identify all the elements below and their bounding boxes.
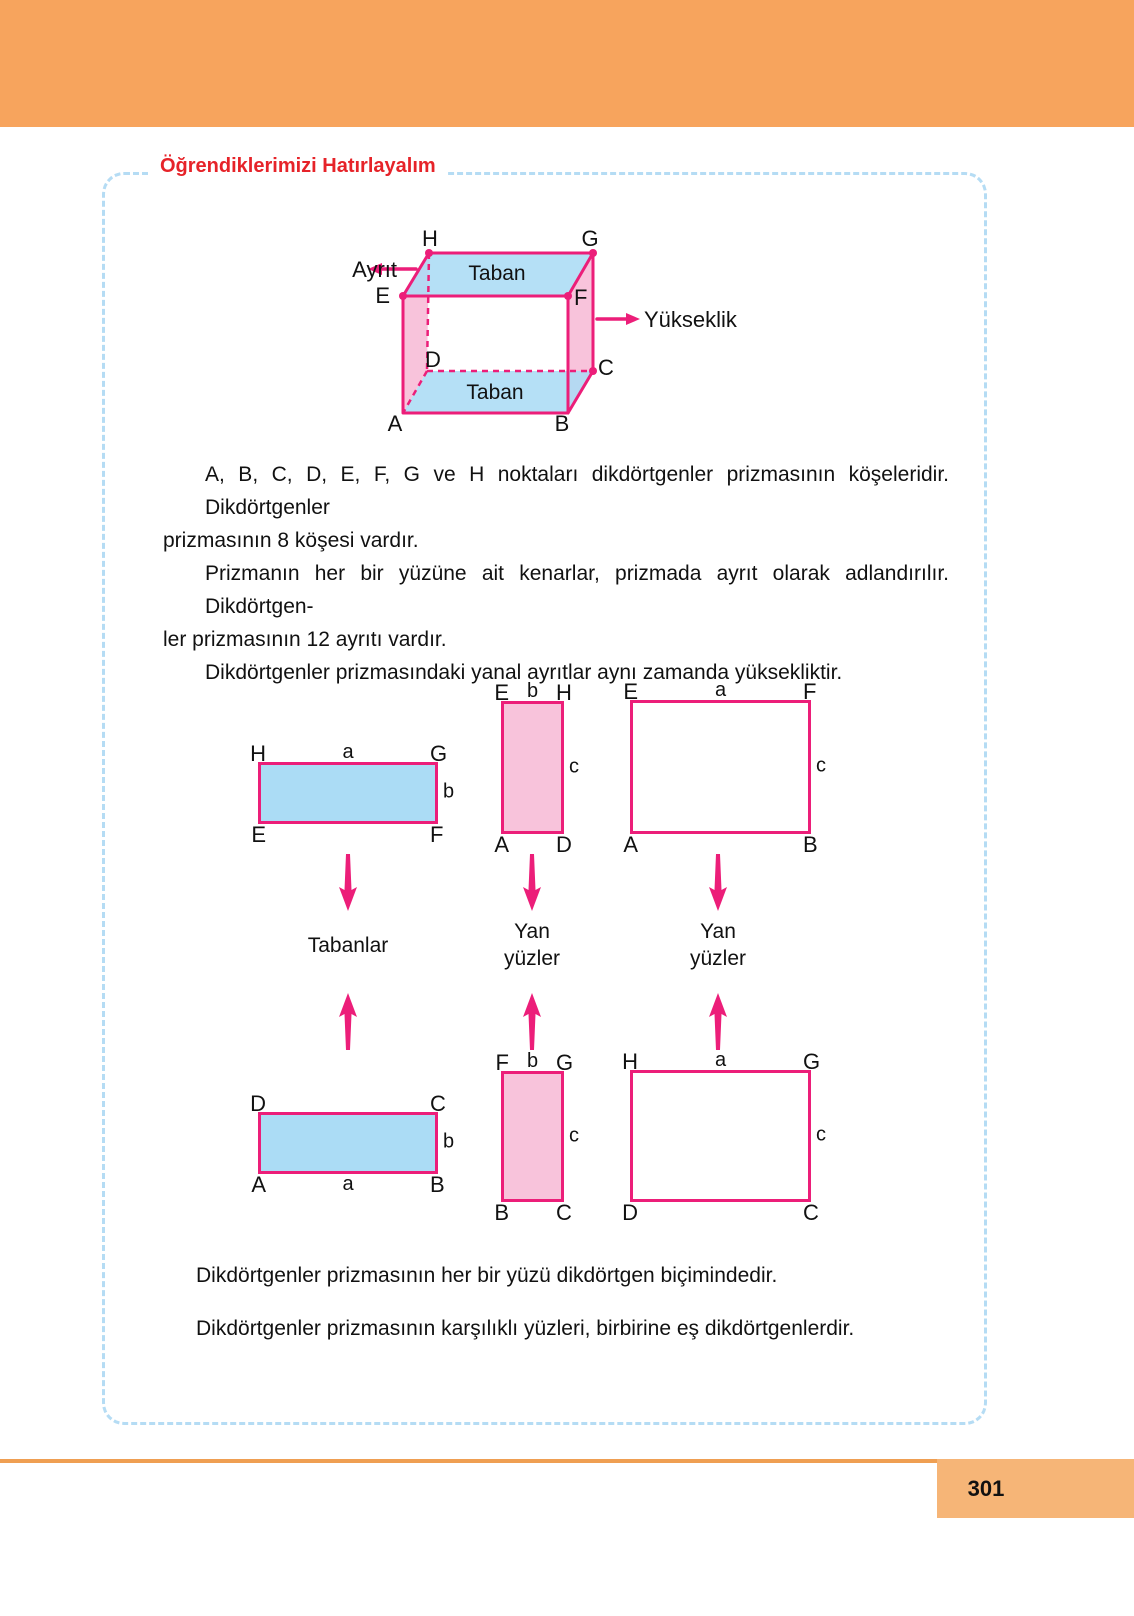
prism-top-outline xyxy=(401,251,595,298)
dimension-label: a xyxy=(342,1173,354,1195)
footer-rule xyxy=(0,1459,941,1463)
vertex-label: C xyxy=(556,1200,572,1225)
paragraph-line: Dikdörtgenler prizmasındaki yanal ayrıtl… xyxy=(205,661,843,684)
face-rect-top-base: H G E F a b xyxy=(250,741,454,847)
top-face-label: Taban xyxy=(468,262,525,285)
vertex-label: D xyxy=(556,832,572,857)
vertex-dot-f xyxy=(564,292,572,300)
flow-label-lateral-faces: Yan yüzler xyxy=(638,918,798,972)
prism-top-face xyxy=(403,253,593,296)
vertex-label-e: E xyxy=(375,283,390,308)
vertex-label: H xyxy=(556,680,572,705)
face-rect-bottom-base: D C A B b a xyxy=(250,1091,454,1197)
flow-label-line: yüzler xyxy=(503,947,561,970)
header-band xyxy=(0,0,1134,127)
vertex-label: F xyxy=(430,822,444,847)
dimension-label: c xyxy=(569,754,579,777)
up-arrow-icon xyxy=(523,993,541,1050)
face-rect-left-side: E H A D b c xyxy=(494,680,579,857)
vertex-label: H xyxy=(622,1049,638,1074)
up-arrow-icon xyxy=(339,993,357,1050)
down-arrow-icon xyxy=(709,854,727,911)
vertex-label: D xyxy=(250,1091,266,1116)
dimension-label: c xyxy=(569,1123,579,1146)
paragraph-line: prizmasının 8 köşesi vardır. xyxy=(163,529,419,552)
paragraph: A, B, C, D, E, F, G ve H noktaları dikdö… xyxy=(163,458,949,557)
dimension-label: b xyxy=(443,1130,455,1153)
dimension-label: c xyxy=(816,1123,826,1146)
vertex-label-f: F xyxy=(574,285,587,310)
vertex-label: D xyxy=(622,1200,638,1225)
vertex-label: A xyxy=(251,1172,266,1197)
paragraph-line: ler prizmasının 12 ayrıtı vardır. xyxy=(163,628,447,651)
face-rect-front: E F A B a c xyxy=(623,679,826,857)
vertex-dot-h xyxy=(425,249,433,257)
paragraph-line: Prizmanın her bir yüzüne ait kenarlar, p… xyxy=(205,562,949,618)
vertex-dot-g xyxy=(589,249,597,257)
height-callout-label: Yükseklik xyxy=(644,307,738,332)
vertex-label: C xyxy=(803,1200,819,1225)
dimension-label: a xyxy=(714,679,727,701)
vertex-label: G xyxy=(803,1049,821,1074)
prism-bottom-face xyxy=(403,371,593,413)
flow-label-bases: Tabanlar xyxy=(268,932,428,959)
page-number: 301 xyxy=(967,1476,1005,1501)
yukseklik-arrow-head xyxy=(626,313,640,325)
vertex-label: H xyxy=(250,741,266,766)
dimension-label: b xyxy=(526,680,539,702)
paragraph-line: A, B, C, D, E, F, G ve H noktaları dikdö… xyxy=(205,463,949,519)
down-arrow-icon xyxy=(523,854,541,911)
section-title: Öğrendiklerimizi Hatırlayalım xyxy=(150,153,446,180)
vertex-label: B xyxy=(430,1172,445,1197)
flow-label-line: Tabanlar xyxy=(307,934,389,957)
vertex-label: A xyxy=(623,832,638,857)
edge-callout-label: Ayrıt xyxy=(352,257,397,282)
up-arrow-icon xyxy=(709,993,727,1050)
dimension-label: a xyxy=(714,1049,727,1071)
ayrit-arrow-head xyxy=(368,263,382,275)
prism-hidden-edge-hd xyxy=(425,252,431,372)
bottom-face-label: Taban xyxy=(466,381,523,404)
vertex-label-b: B xyxy=(555,411,570,436)
statement: Dikdörtgenler prizmasının her bir yüzü d… xyxy=(196,1264,778,1287)
prism-hidden-edge-da xyxy=(401,370,429,414)
statement: Dikdörtgenler prizmasının karşılıklı yüz… xyxy=(196,1317,855,1340)
vertex-label-g: G xyxy=(581,226,598,251)
vertex-label: B xyxy=(494,1200,509,1225)
flow-label-line: Yan xyxy=(514,920,550,943)
vertex-label-h: H xyxy=(422,226,438,251)
vertex-label: B xyxy=(803,832,818,857)
vertex-label-c: C xyxy=(598,355,614,380)
flow-label-lateral-faces: Yan yüzler xyxy=(452,918,612,972)
vertex-label: G xyxy=(556,1050,574,1075)
vertex-label-a: A xyxy=(388,411,403,436)
vertex-label: C xyxy=(430,1091,446,1116)
vertex-label: E xyxy=(623,679,638,704)
vertex-label: A xyxy=(494,832,509,857)
vertex-label: F xyxy=(495,1050,509,1075)
dimension-label: b xyxy=(443,780,455,803)
paragraph: Prizmanın her bir yüzüne ait kenarlar, p… xyxy=(163,557,949,656)
dashed-content-frame xyxy=(102,172,987,1425)
paragraph: Dikdörtgenler prizmasındaki yanal ayrıtl… xyxy=(163,656,949,689)
vertex-label: G xyxy=(430,741,448,766)
vertex-dot-c xyxy=(589,367,597,375)
face-rect-right-side: F G B C b c xyxy=(494,1050,579,1225)
page-number-box xyxy=(937,1459,1134,1518)
dimension-label: b xyxy=(526,1050,539,1072)
flow-label-line: yüzler xyxy=(689,947,747,970)
vertex-label: E xyxy=(251,822,266,847)
down-arrow-icon xyxy=(339,854,357,911)
body-paragraphs: A, B, C, D, E, F, G ve H noktaları dikdö… xyxy=(163,458,949,689)
vertex-label: E xyxy=(494,680,509,705)
dimension-label: c xyxy=(816,754,826,777)
prism-figure: H G E F D C A B Taban Taban Ayrıt Yüksek… xyxy=(352,226,738,436)
vertex-label: F xyxy=(803,679,817,704)
vertex-dot-e xyxy=(399,292,407,300)
vertex-label-d: D xyxy=(425,347,441,372)
flow-label-line: Yan xyxy=(700,920,736,943)
face-rect-back: H G D C a c xyxy=(622,1049,826,1225)
dimension-label: a xyxy=(342,741,354,763)
